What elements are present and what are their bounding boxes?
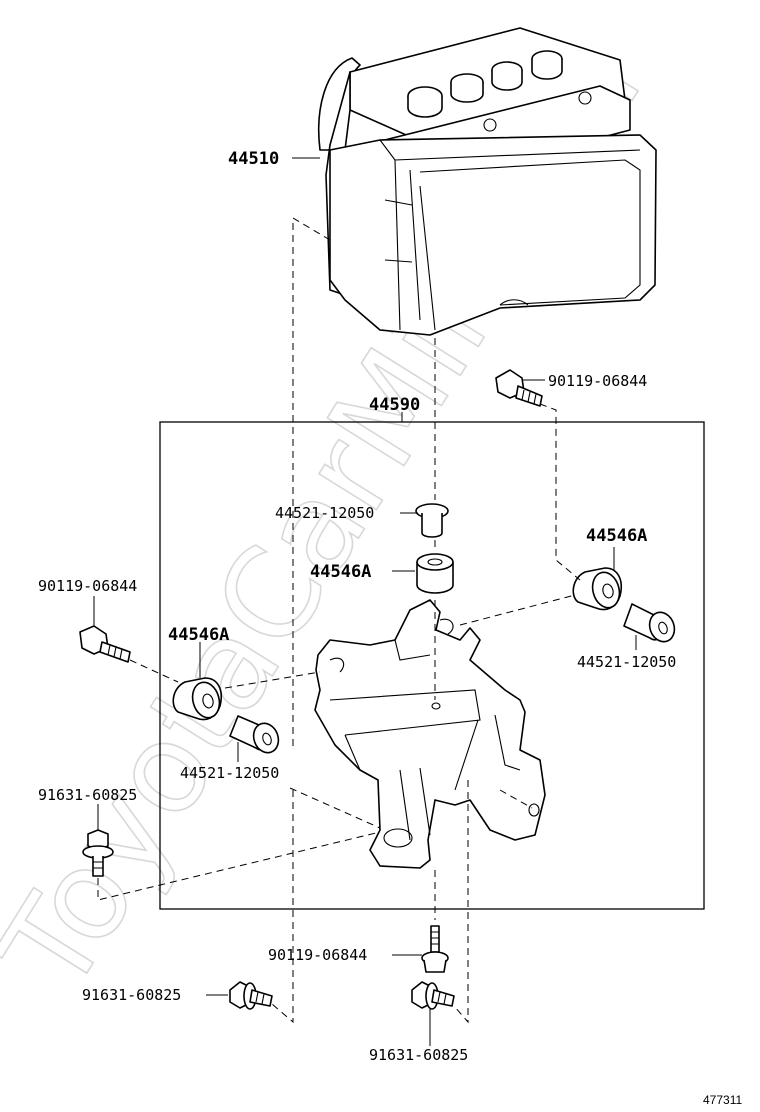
- label-bolt-bottom-center[interactable]: 90119-06844: [268, 946, 367, 964]
- collar-center[interactable]: [415, 503, 449, 538]
- label-actuator[interactable]: 44510: [228, 149, 279, 169]
- label-bracket-assy[interactable]: 44590: [369, 395, 420, 415]
- bracket-assembly-frame: [159, 421, 705, 910]
- abs-actuator-44510[interactable]: [317, 27, 657, 336]
- cushion-left[interactable]: [172, 677, 223, 721]
- cushion-right[interactable]: [572, 567, 623, 611]
- label-bolt-flange-left[interactable]: 91631-60825: [38, 786, 137, 804]
- collar-right[interactable]: [623, 603, 678, 645]
- label-bolt-left[interactable]: 90119-06844: [38, 577, 137, 595]
- bolt-flange-bottom-center[interactable]: [411, 981, 455, 1010]
- leader-lines: [93, 157, 637, 1046]
- collar-left[interactable]: [229, 715, 282, 756]
- bolt-left[interactable]: [79, 625, 131, 663]
- cushion-center[interactable]: [416, 553, 454, 594]
- label-bolt-flange-bottom-center[interactable]: 91631-60825: [369, 1046, 468, 1064]
- label-collar-left[interactable]: 44521-12050: [180, 764, 279, 782]
- label-cushion-right[interactable]: 44546A: [586, 526, 647, 546]
- label-bolt-top-right[interactable]: 90119-06844: [548, 372, 647, 390]
- bolt-bottom-center[interactable]: [421, 925, 449, 973]
- label-bolt-flange-bottom-left[interactable]: 91631-60825: [82, 986, 181, 1004]
- diagram-number: 477311: [703, 1093, 742, 1107]
- label-cushion-center[interactable]: 44546A: [310, 562, 371, 582]
- plug-caps: [407, 50, 563, 118]
- bolt-flange-bottom-left[interactable]: [229, 981, 273, 1010]
- bolt-top-right[interactable]: [495, 369, 543, 407]
- label-collar-right[interactable]: 44521-12050: [577, 653, 676, 671]
- label-cushion-left[interactable]: 44546A: [168, 625, 229, 645]
- alignment-lines: [97, 217, 581, 1024]
- bolt-flange-left[interactable]: [82, 829, 114, 877]
- label-collar-center[interactable]: 44521-12050: [275, 504, 374, 522]
- bracket-44590[interactable]: [314, 599, 546, 869]
